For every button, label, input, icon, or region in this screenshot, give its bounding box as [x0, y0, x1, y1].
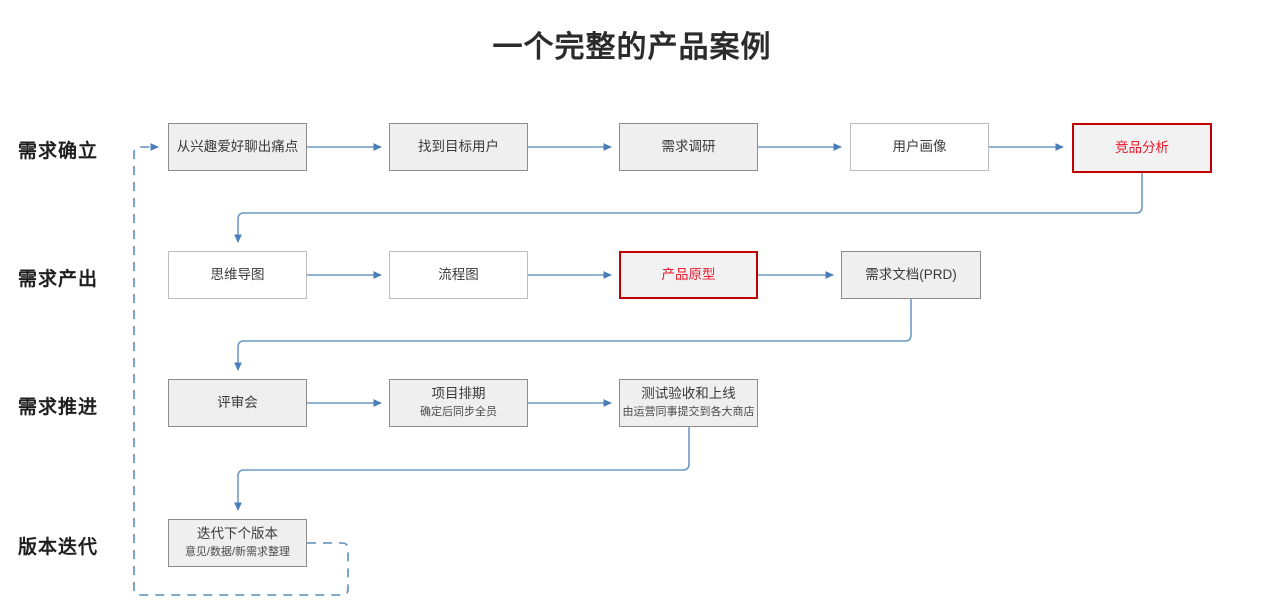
- node-find-target-users[interactable]: 找到目标用户: [389, 123, 528, 171]
- edge-n9-n10: [234, 299, 912, 371]
- node-mind-map[interactable]: 思维导图: [168, 251, 307, 299]
- node-user-persona[interactable]: 用户画像: [850, 123, 989, 171]
- node-title: 项目排期: [431, 386, 486, 402]
- row-label-3: 版本迭代: [18, 537, 99, 558]
- node-project-schedule[interactable]: 项目排期 确定后同步全员: [389, 379, 528, 427]
- node-review-meeting[interactable]: 评审会: [168, 379, 307, 427]
- node-title: 评审会: [217, 394, 258, 410]
- edge-n5-n6: [234, 173, 1143, 243]
- node-title: 测试验收和上线: [641, 386, 736, 402]
- node-title: 流程图: [438, 266, 479, 282]
- node-iterate-next-version[interactable]: 迭代下个版本 意见/数据/新需求整理: [168, 519, 307, 567]
- node-title: 思维导图: [210, 266, 265, 282]
- node-flow-chart[interactable]: 流程图: [389, 251, 528, 299]
- node-requirement-research[interactable]: 需求调研: [619, 123, 758, 171]
- node-title: 迭代下个版本: [197, 526, 278, 542]
- row-label-2: 需求推进: [18, 397, 99, 418]
- node-subtitle: 意见/数据/新需求整理: [184, 546, 291, 559]
- node-title: 用户画像: [892, 138, 947, 154]
- node-title: 需求调研: [661, 138, 716, 154]
- node-test-acceptance-release[interactable]: 测试验收和上线 由运营同事提交到各大商店: [619, 379, 758, 427]
- node-subtitle: 确定后同步全员: [420, 406, 497, 419]
- node-title: 产品原型: [661, 266, 716, 282]
- node-title: 竞品分析: [1115, 139, 1169, 155]
- node-title: 需求文档(PRD): [865, 266, 957, 282]
- page-title: 一个完整的产品案例: [492, 31, 772, 64]
- node-competitor-analysis[interactable]: 竞品分析: [1072, 123, 1212, 173]
- node-title: 找到目标用户: [418, 138, 499, 154]
- node-subtitle: 由运营同事提交到各大商店: [622, 406, 755, 419]
- edge-n12-n13: [234, 427, 690, 511]
- node-from-interest-pain-point[interactable]: 从兴趣爱好聊出痛点: [168, 123, 307, 171]
- node-prd-document[interactable]: 需求文档(PRD): [841, 251, 981, 299]
- row-label-1: 需求产出: [18, 269, 99, 290]
- node-product-prototype[interactable]: 产品原型: [619, 251, 758, 299]
- node-title: 从兴趣爱好聊出痛点: [176, 138, 299, 154]
- row-label-0: 需求确立: [18, 141, 99, 162]
